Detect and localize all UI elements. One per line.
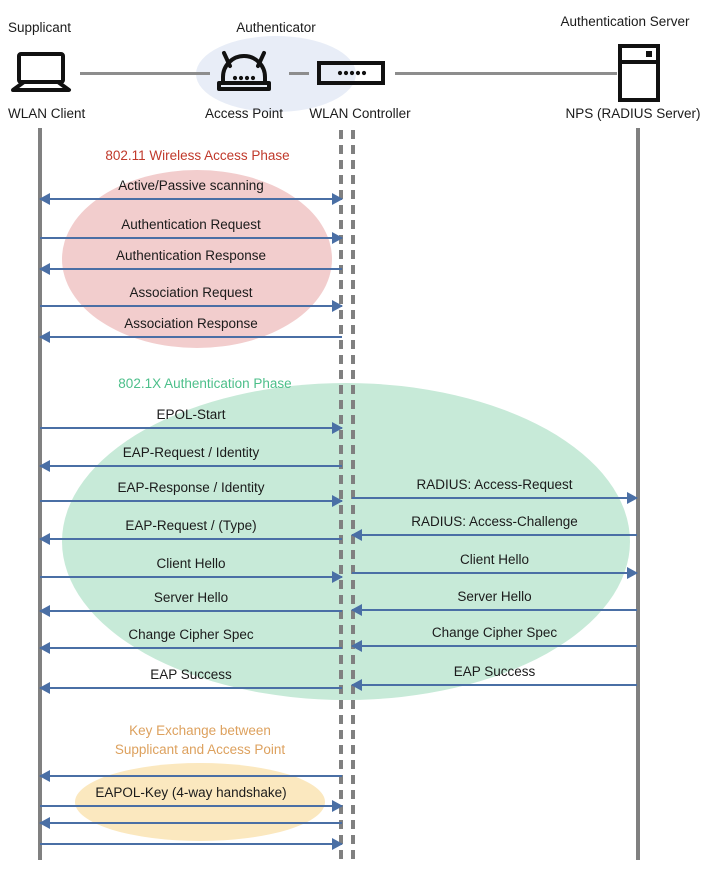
- lifeline-wlan-controller: [351, 130, 355, 860]
- actor-device-wlan-controller: WLAN Controller: [309, 106, 411, 121]
- message-label: EAP Success: [150, 667, 232, 682]
- arrowhead-right-icon: [332, 800, 343, 812]
- arrowhead-right-icon: [332, 193, 343, 205]
- message-line: [40, 775, 342, 777]
- arrowhead-right-icon: [627, 567, 638, 579]
- connector-controller-to-server: [395, 72, 617, 75]
- message-label: Server Hello: [457, 589, 532, 604]
- arrowhead-left-icon: [39, 331, 50, 343]
- message-line: [352, 572, 637, 574]
- message-label: EPOL-Start: [156, 407, 226, 422]
- message-label: Change Cipher Spec: [128, 627, 254, 642]
- actor-role-supplicant: Supplicant: [8, 20, 72, 35]
- message-label: EAP Success: [453, 664, 536, 679]
- arrowhead-left-icon: [39, 642, 50, 654]
- phase-title-80211: 802.11 Wireless Access Phase: [105, 148, 290, 163]
- arrowhead-left-icon: [39, 460, 50, 472]
- message-label: EAP-Request / Identity: [122, 445, 260, 460]
- phase-blob-8021x: [62, 383, 630, 700]
- phase-title-8021x: 802.1X Authentication Phase: [118, 376, 292, 391]
- message-line: [40, 687, 342, 689]
- message-line: [40, 465, 342, 467]
- message-label: Association Response: [124, 316, 258, 331]
- message-label: Change Cipher Spec: [431, 625, 558, 640]
- message-line: [40, 305, 342, 307]
- message-label: EAPOL-Key (4-way handshake): [95, 785, 287, 800]
- message-line: [352, 645, 637, 647]
- arrowhead-left-icon: [39, 193, 50, 205]
- message-line: [40, 610, 342, 612]
- message-line: [40, 843, 342, 845]
- message-line: [352, 684, 637, 686]
- arrowhead-left-icon: [351, 604, 362, 616]
- arrowhead-left-icon: [351, 640, 362, 652]
- message-label: Authentication Request: [121, 217, 261, 232]
- wlan-controller-icon: [316, 58, 386, 88]
- arrowhead-left-icon: [351, 679, 362, 691]
- message-label: Authentication Response: [115, 248, 267, 263]
- arrowhead-right-icon: [332, 571, 343, 583]
- message-line: [352, 609, 637, 611]
- arrowhead-left-icon: [39, 682, 50, 694]
- message-line: [40, 268, 342, 270]
- arrowhead-left-icon: [351, 529, 362, 541]
- arrowhead-right-icon: [332, 422, 343, 434]
- arrowhead-left-icon: [39, 533, 50, 545]
- message-label: RADIUS: Access-Request: [416, 477, 573, 492]
- arrowhead-right-icon: [332, 495, 343, 507]
- message-line: [352, 497, 637, 499]
- message-line: [40, 500, 342, 502]
- arrowhead-right-icon: [332, 300, 343, 312]
- arrowhead-left-icon: [39, 263, 50, 275]
- message-line: [40, 805, 342, 807]
- message-label: Association Request: [129, 285, 253, 300]
- message-label: EAP-Request / (Type): [125, 518, 257, 533]
- message-line: [40, 198, 342, 200]
- phase-title-key-exchange-line2: Supplicant and Access Point: [114, 742, 286, 757]
- arrowhead-right-icon: [332, 838, 343, 850]
- message-line: [40, 427, 342, 429]
- message-label: Active/Passive scanning: [118, 178, 264, 193]
- connector-ap-to-controller: [289, 72, 309, 75]
- lifeline-authentication-server: [636, 128, 640, 860]
- actor-role-authenticator: Authenticator: [236, 20, 316, 35]
- server-icon: [617, 44, 661, 102]
- phase-title-key-exchange-line1: Key Exchange between: [129, 723, 271, 738]
- message-line: [40, 336, 342, 338]
- message-line: [40, 647, 342, 649]
- arrowhead-left-icon: [39, 605, 50, 617]
- actor-role-authentication-server: Authentication Server: [560, 14, 690, 29]
- lifeline-supplicant: [38, 128, 42, 860]
- message-label: Client Hello: [459, 552, 530, 567]
- arrowhead-right-icon: [627, 492, 638, 504]
- connector-client-to-ap: [80, 72, 210, 75]
- message-label: Server Hello: [153, 590, 229, 605]
- message-line: [40, 538, 342, 540]
- message-label: RADIUS: Access-Challenge: [411, 514, 578, 529]
- message-line: [352, 534, 637, 536]
- message-label: Client Hello: [156, 556, 226, 571]
- message-line: [40, 822, 342, 824]
- message-label: EAP-Response / Identity: [117, 480, 265, 495]
- laptop-icon: [10, 52, 72, 94]
- actor-device-wlan-client: WLAN Client: [8, 106, 86, 121]
- access-point-icon: [213, 50, 275, 94]
- message-line: [40, 237, 342, 239]
- actor-device-nps-radius-server: NPS (RADIUS Server): [565, 106, 701, 121]
- arrowhead-right-icon: [332, 232, 343, 244]
- actor-device-access-point: Access Point: [204, 106, 284, 121]
- arrowhead-left-icon: [39, 817, 50, 829]
- arrowhead-left-icon: [39, 770, 50, 782]
- message-line: [40, 576, 342, 578]
